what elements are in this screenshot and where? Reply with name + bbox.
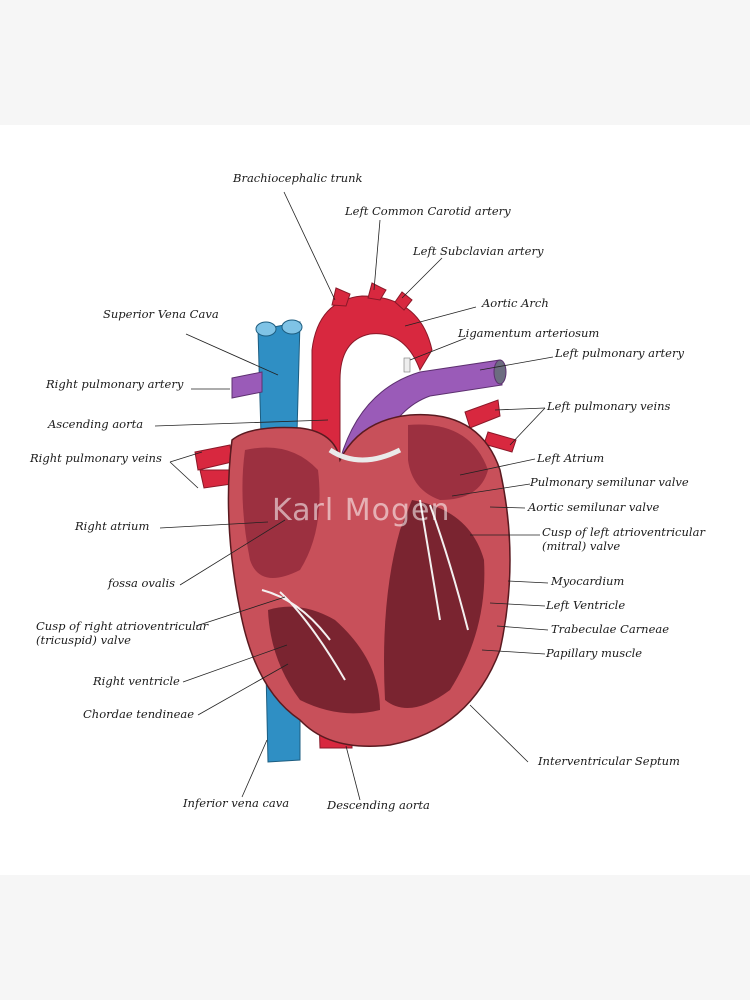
label-myocardium: Myocardium — [551, 574, 625, 588]
label-fossa-ovalis: fossa ovalis — [108, 576, 176, 590]
label-right-atrium: Right atrium — [75, 519, 150, 533]
label-papillary-muscle: Papillary muscle — [546, 646, 643, 660]
label-cusp-right-av-line2: (tricuspid) valve — [36, 633, 131, 647]
label-right-pulmonary-artery: Right pulmonary artery — [46, 377, 184, 391]
label-cusp-right-av-line1: Cusp of right atrioventricular — [36, 619, 209, 633]
label-right-ventricle: Right ventricle — [93, 674, 180, 688]
label-aortic-arch: Aortic Arch — [482, 296, 549, 310]
label-ascending-aorta: Ascending aorta — [48, 417, 144, 431]
label-right-pulmonary-veins: Right pulmonary veins — [30, 451, 162, 465]
label-left-atrium: Left Atrium — [537, 451, 605, 465]
label-left-subclavian: Left Subclavian artery — [413, 244, 544, 258]
label-cusp-left-av-line1: Cusp of left atrioventricular — [542, 525, 705, 539]
label-left-pulmonary-artery: Left pulmonary artery — [555, 346, 684, 360]
label-trabeculae-carneae: Trabeculae Carneae — [551, 622, 670, 636]
label-pulmonary-semilunar-valve: Pulmonary semilunar valve — [530, 475, 689, 489]
label-inferior-vena-cava: Inferior vena cava — [183, 796, 290, 810]
watermark: Karl Mogen — [272, 493, 451, 528]
label-superior-vena-cava: Superior Vena Cava — [103, 307, 219, 321]
label-aortic-semilunar-valve: Aortic semilunar valve — [528, 500, 660, 514]
label-interventricular-septum: Interventricular Septum — [538, 754, 680, 768]
label-left-common-carotid: Left Common Carotid artery — [345, 204, 511, 218]
diagram-canvas: Karl Mogen Brachiocephalic trunk Left Co… — [0, 125, 750, 875]
label-left-pulmonary-veins: Left pulmonary veins — [547, 399, 671, 413]
label-left-ventricle: Left Ventricle — [546, 598, 626, 612]
label-brachiocephalic-trunk: Brachiocephalic trunk — [233, 171, 363, 185]
label-chordae-tendineae: Chordae tendineae — [83, 707, 195, 721]
heart-illustration — [154, 191, 554, 801]
label-descending-aorta: Descending aorta — [327, 798, 430, 812]
label-ligamentum-arteriosum: Ligamentum arteriosum — [458, 326, 600, 340]
label-cusp-left-av-line2: (mitral) valve — [542, 539, 621, 553]
